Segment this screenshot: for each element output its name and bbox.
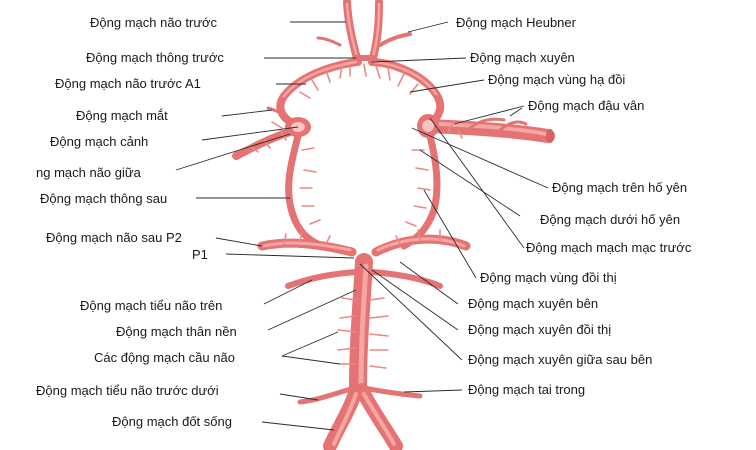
label-anterior-choroidal-artery: Động mạch mạch mạc trước <box>526 240 692 255</box>
vertebral-artery-left <box>323 383 363 450</box>
posterior-communicating-left <box>285 132 326 250</box>
label-anterior-communicating-artery: Động mạch thông trước <box>86 50 224 65</box>
label-posterolateral-perforating-arteries: Động mạch xuyên giữa sau bên <box>468 352 652 367</box>
middle-cerebral-artery-left <box>232 128 294 160</box>
leader-lines <box>175 21 549 431</box>
label-basilar-artery: Động mạch thân nền <box>116 324 237 339</box>
label-labyrinthine-artery: Động mạch tai trong <box>468 382 585 397</box>
label-superior-cerebellar-artery: Động mạch tiểu não trên <box>80 298 222 313</box>
perforating-branches <box>249 63 463 245</box>
heubner-artery <box>378 32 412 47</box>
label-middle-cerebral-artery: ng mạch não giữa <box>36 165 142 180</box>
label-anterior-inferior-cerebellar-artery: Động mạch tiểu não trước dưới <box>36 383 219 398</box>
label-posterior-communicating-artery: Động mạch thông sau <box>40 191 167 206</box>
label-thalamoperforating-arteries: Động mạch xuyên đồi thị <box>468 322 611 337</box>
label-vertebral-artery: Động mạch đốt sống <box>112 414 232 429</box>
label-lenticulostriate-arteries: Động mạch đậu vân <box>528 98 644 113</box>
label-internal-carotid-artery: Động mạch cảnh <box>50 134 148 149</box>
superior-cerebellar-right <box>369 269 443 289</box>
label-a1-segment: Động mạch não trước A1 <box>55 76 201 91</box>
label-heubner-artery: Động mạch Heubner <box>456 15 577 30</box>
label-hypothalamic-arteries: Động mạch vùng hạ đồi <box>488 72 625 87</box>
label-pontine-arteries: Các động mạch cầu não <box>94 350 235 365</box>
labels: Động mạch não trước Động mạch thông trướ… <box>36 15 692 429</box>
label-posterior-cerebral-p2: Động mạch não sau P2 <box>46 230 182 245</box>
label-thalamic-arteries: Động mạch vùng đồi thị <box>480 270 617 285</box>
label-lateral-perforating-arteries: Động mạch xuyên bên <box>468 296 598 311</box>
label-perforating-arteries: Động mạch xuyên <box>470 50 575 65</box>
label-p1-segment: P1 <box>192 247 208 262</box>
label-inferior-hypophyseal-artery: Động mạch dưới hố yên <box>540 212 680 227</box>
label-ophthalmic-artery: Động mạch mắt <box>76 108 168 123</box>
posterior-communicating-right <box>400 132 441 250</box>
pontine-branches <box>337 297 389 369</box>
superior-cerebellar-left <box>285 269 359 289</box>
label-superior-hypophyseal-artery: Động mạch trên hố yên <box>552 180 687 195</box>
label-anterior-cerebral-artery: Động mạch não trước <box>90 15 218 30</box>
